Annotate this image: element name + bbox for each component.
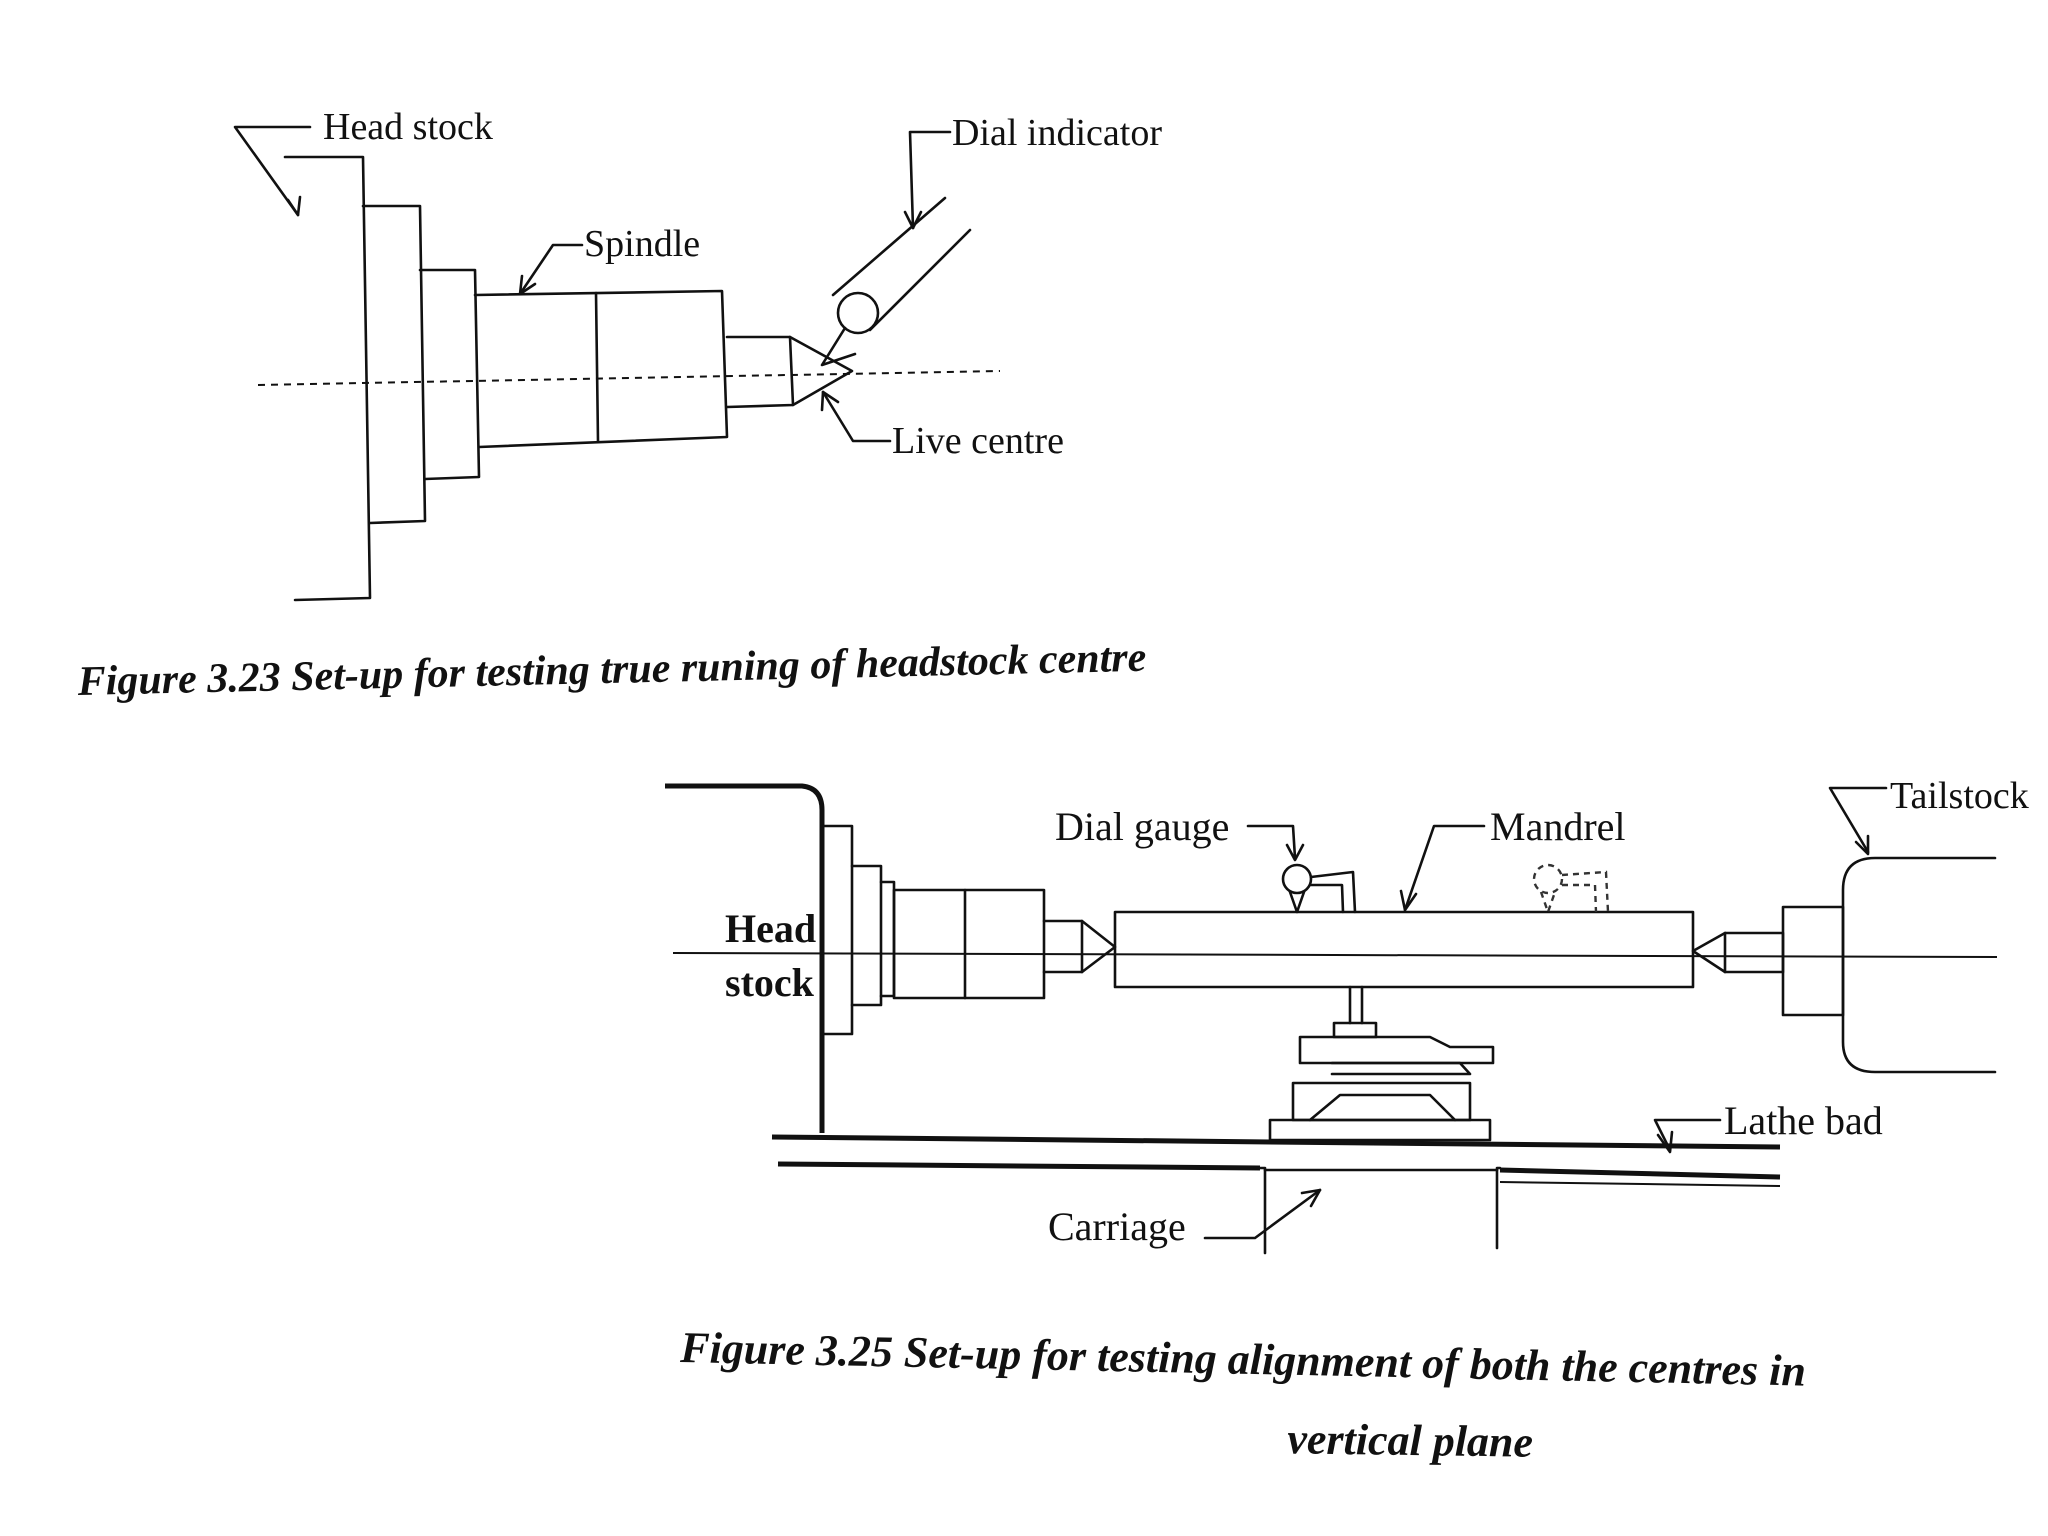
leader-mandrel (1403, 824, 1486, 912)
centre-axis (672, 952, 1998, 958)
gauge-stand (1298, 985, 1495, 1076)
leader-tailstock (1828, 786, 1888, 854)
label-lathe-bed: Lathe bad (1724, 1098, 1883, 1143)
figure-3-25: Dial gauge Mandrel Tailstock Lathe bad C… (665, 775, 2029, 1467)
tailstock-centre-holder (1723, 931, 1785, 974)
label-carriage: Carriage (1048, 1204, 1186, 1249)
headstock-centre-holder (1042, 919, 1084, 974)
label-live-centre: Live centre (892, 420, 1064, 462)
caption-figure-3-25-line-2: vertical plane (1287, 1414, 1533, 1466)
leader-head-stock (233, 125, 312, 217)
live-centre-cone (788, 335, 854, 407)
headstock-step-2 (418, 268, 481, 481)
label-head: Head (725, 906, 816, 951)
headstock-step-2 (850, 864, 883, 1007)
tailstock-body (1841, 856, 1997, 1074)
leader-spindle (518, 243, 584, 296)
carriage-saddle (1268, 1081, 1492, 1142)
headstock-step-1 (361, 204, 427, 525)
headstock-centre-cone (1080, 919, 1117, 974)
label-dial-gauge: Dial gauge (1055, 804, 1229, 849)
headstock-body (283, 155, 372, 602)
dial-indicator (820, 196, 972, 367)
dial-gauge-ghost (1532, 863, 1610, 916)
spindle (892, 888, 1046, 1000)
caption-figure-3-23: Figure 3.23 Set-up for testing true runi… (76, 635, 1147, 705)
spindle (473, 289, 729, 449)
leader-dial-indicator (908, 130, 952, 230)
tailstock-quill (1781, 905, 1845, 1017)
tailstock-centre-cone (1691, 931, 1727, 974)
centre-line (257, 370, 1001, 386)
label-spindle: Spindle (584, 223, 700, 265)
label-dial-indicator: Dial indicator (952, 112, 1162, 154)
headstock-step-3 (879, 880, 896, 998)
label-head-stock: Head stock (323, 106, 493, 148)
figure-3-23: Head stock Dial indicator Spindle Live c… (76, 106, 1162, 705)
dial-gauge (1281, 863, 1357, 914)
label-mandrel: Mandrel (1490, 804, 1626, 849)
spindle-divider (594, 291, 600, 443)
headstock-step-1 (820, 824, 854, 1036)
leader-carriage (1203, 1188, 1322, 1240)
leader-dial-gauge (1246, 824, 1297, 860)
lathe-bed (771, 1134, 1781, 1187)
mandrel (1113, 910, 1695, 989)
headstock-outline (665, 783, 825, 1133)
leader-live-centre (821, 390, 892, 443)
leader-lathe-bed (1653, 1118, 1722, 1152)
carriage-body (1253, 1166, 1502, 1255)
label-tailstock: Tailstock (1890, 775, 2029, 817)
centre-holder (725, 335, 795, 409)
caption-figure-3-25-line-1: Figure 3.25 Set-up for testing alignment… (679, 1323, 1807, 1396)
label-stock: stock (725, 960, 815, 1005)
